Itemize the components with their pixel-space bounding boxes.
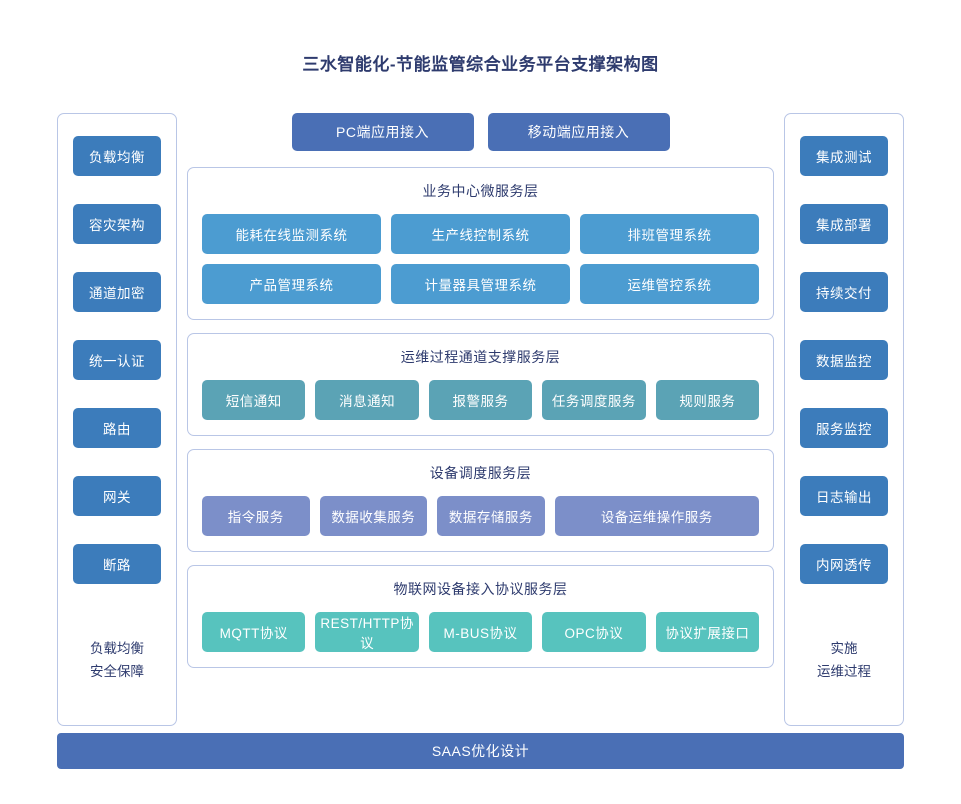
node-metering-device-management[interactable]: 计量器具管理系统 bbox=[391, 264, 570, 304]
layer-row: 产品管理系统 计量器具管理系统 运维管控系统 bbox=[202, 264, 759, 304]
center-stack: PC端应用接入 移动端应用接入 业务中心微服务层 能耗在线监测系统 生产线控制系… bbox=[187, 113, 774, 726]
layer-title-business: 业务中心微服务层 bbox=[422, 183, 539, 199]
left-column-footer: 负载均衡 安全保障 bbox=[90, 638, 144, 711]
left-support-column: 负载均衡 容灾架构 通道加密 统一认证 路由 网关 断路 负载均衡 安全保障 bbox=[57, 113, 177, 726]
page-title: 三水智能化-节能监管综合业务平台支撑架构图 bbox=[302, 55, 659, 74]
access-button-pc[interactable]: PC端应用接入 bbox=[291, 113, 474, 151]
saas-optimization-bar[interactable]: SAAS优化设计 bbox=[57, 733, 904, 769]
application-access-row: PC端应用接入 移动端应用接入 bbox=[187, 113, 774, 151]
layer-title-iot-protocol: 物联网设备接入协议服务层 bbox=[393, 581, 568, 597]
layer-ops-channel-support: 运维过程通道支撑服务层 短信通知 消息通知 报警服务 任务调度服务 规则服务 bbox=[187, 333, 774, 436]
left-item-channel-encryption[interactable]: 通道加密 bbox=[73, 272, 161, 312]
node-data-collection-service[interactable]: 数据收集服务 bbox=[319, 496, 428, 536]
node-message-notification[interactable]: 消息通知 bbox=[315, 380, 419, 420]
right-devops-column: 集成测试 集成部署 持续交付 数据监控 服务监控 日志输出 内网透传 实施 运维… bbox=[784, 113, 904, 726]
left-footer-line-1: 负载均衡 bbox=[90, 641, 144, 657]
right-item-integration-deploy[interactable]: 集成部署 bbox=[800, 204, 888, 244]
left-item-load-balance[interactable]: 负载均衡 bbox=[73, 136, 161, 176]
right-footer-line-1: 实施 bbox=[830, 641, 858, 657]
layer-row: 指令服务 数据收集服务 数据存储服务 设备运维操作服务 bbox=[202, 496, 759, 536]
layer-iot-protocol: 物联网设备接入协议服务层 MQTT协议 REST/HTTP协议 M-BUS协议 … bbox=[187, 565, 774, 668]
right-footer-line-2: 运维过程 bbox=[817, 663, 871, 679]
node-mbus-protocol[interactable]: M-BUS协议 bbox=[428, 612, 533, 652]
node-sms-notification[interactable]: 短信通知 bbox=[202, 380, 306, 420]
left-item-circuit-breaker[interactable]: 断路 bbox=[73, 544, 161, 584]
node-device-ops-operation-service[interactable]: 设备运维操作服务 bbox=[554, 496, 759, 536]
node-mqtt-protocol[interactable]: MQTT协议 bbox=[202, 612, 306, 652]
node-task-scheduling-service[interactable]: 任务调度服务 bbox=[542, 380, 646, 420]
node-opc-protocol[interactable]: OPC协议 bbox=[542, 612, 646, 652]
right-item-intranet-passthrough[interactable]: 内网透传 bbox=[800, 544, 888, 584]
right-item-data-monitoring[interactable]: 数据监控 bbox=[800, 340, 888, 380]
layer-business-microservices: 业务中心微服务层 能耗在线监测系统 生产线控制系统 排班管理系统 产品管理系统 … bbox=[187, 167, 774, 320]
left-footer-line-2: 安全保障 bbox=[90, 663, 144, 679]
layer-row: 能耗在线监测系统 生产线控制系统 排班管理系统 bbox=[202, 214, 759, 254]
node-rest-http-protocol[interactable]: REST/HTTP协议 bbox=[315, 612, 419, 652]
right-item-service-monitoring[interactable]: 服务监控 bbox=[800, 408, 888, 448]
node-product-management[interactable]: 产品管理系统 bbox=[202, 264, 381, 304]
node-command-service[interactable]: 指令服务 bbox=[202, 496, 310, 536]
layer-title-device-scheduling: 设备调度服务层 bbox=[429, 465, 532, 481]
node-data-storage-service[interactable]: 数据存储服务 bbox=[437, 496, 545, 536]
node-energy-monitoring[interactable]: 能耗在线监测系统 bbox=[202, 214, 381, 254]
node-ops-control[interactable]: 运维管控系统 bbox=[580, 264, 759, 304]
node-alarm-service[interactable]: 报警服务 bbox=[428, 380, 533, 420]
layer-title-ops-channel: 运维过程通道支撑服务层 bbox=[400, 349, 561, 365]
node-protocol-extension-interface[interactable]: 协议扩展接口 bbox=[655, 612, 760, 652]
left-item-unified-auth[interactable]: 统一认证 bbox=[73, 340, 161, 380]
right-column-footer: 实施 运维过程 bbox=[817, 638, 871, 711]
layer-row: 短信通知 消息通知 报警服务 任务调度服务 规则服务 bbox=[202, 380, 760, 420]
node-shift-management[interactable]: 排班管理系统 bbox=[580, 214, 759, 254]
right-item-log-output[interactable]: 日志输出 bbox=[800, 476, 888, 516]
access-button-mobile[interactable]: 移动端应用接入 bbox=[487, 113, 670, 151]
node-rule-service[interactable]: 规则服务 bbox=[655, 380, 760, 420]
right-item-integration-test[interactable]: 集成测试 bbox=[800, 136, 888, 176]
layer-row: MQTT协议 REST/HTTP协议 M-BUS协议 OPC协议 协议扩展接口 bbox=[202, 612, 760, 652]
left-item-routing[interactable]: 路由 bbox=[73, 408, 161, 448]
right-item-continuous-delivery[interactable]: 持续交付 bbox=[800, 272, 888, 312]
layer-device-scheduling: 设备调度服务层 指令服务 数据收集服务 数据存储服务 设备运维操作服务 bbox=[187, 449, 774, 552]
diagram-board: 负载均衡 容灾架构 通道加密 统一认证 路由 网关 断路 负载均衡 安全保障 P… bbox=[57, 113, 904, 726]
left-item-disaster-recovery[interactable]: 容灾架构 bbox=[73, 204, 161, 244]
node-production-line-control[interactable]: 生产线控制系统 bbox=[391, 214, 570, 254]
left-item-gateway[interactable]: 网关 bbox=[73, 476, 161, 516]
